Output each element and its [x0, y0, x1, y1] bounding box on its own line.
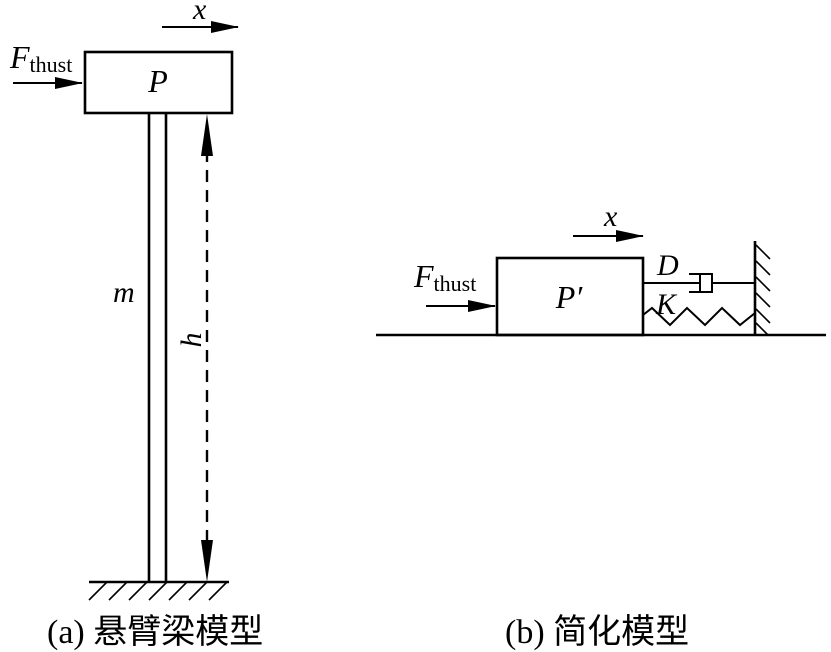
- height-arrow-top: [201, 114, 213, 156]
- mass-label-b: P′: [555, 279, 584, 315]
- panel-b-simplified-model: x Fthust P′ D K: [376, 200, 826, 651]
- damper: [643, 273, 755, 293]
- height-label: h: [175, 333, 208, 348]
- mass-label: P: [147, 63, 168, 99]
- panel-a-cantilever-model: x Fthust P m h (a) 悬臂梁模型: [9, 0, 263, 651]
- displacement-label: x: [192, 0, 207, 26]
- mass-block-p-prime: [495, 256, 645, 337]
- height-arrow-bottom: [201, 540, 213, 582]
- displacement-label-b: x: [603, 200, 618, 233]
- ground-hatching: [88, 581, 228, 601]
- wall-hatching: [755, 244, 771, 336]
- mass-block-p: [83, 50, 234, 115]
- beam-mass-label-text: m: [113, 276, 135, 309]
- caption-a: (a) 悬臂梁模型: [47, 613, 263, 651]
- spring: [642, 306, 756, 327]
- force-label-b: Fthust: [413, 258, 476, 296]
- spring-label: K: [655, 288, 678, 321]
- damper-label: D: [656, 249, 679, 282]
- caption-b: (b) 简化模型: [505, 613, 689, 651]
- force-label: Fthust: [9, 39, 72, 77]
